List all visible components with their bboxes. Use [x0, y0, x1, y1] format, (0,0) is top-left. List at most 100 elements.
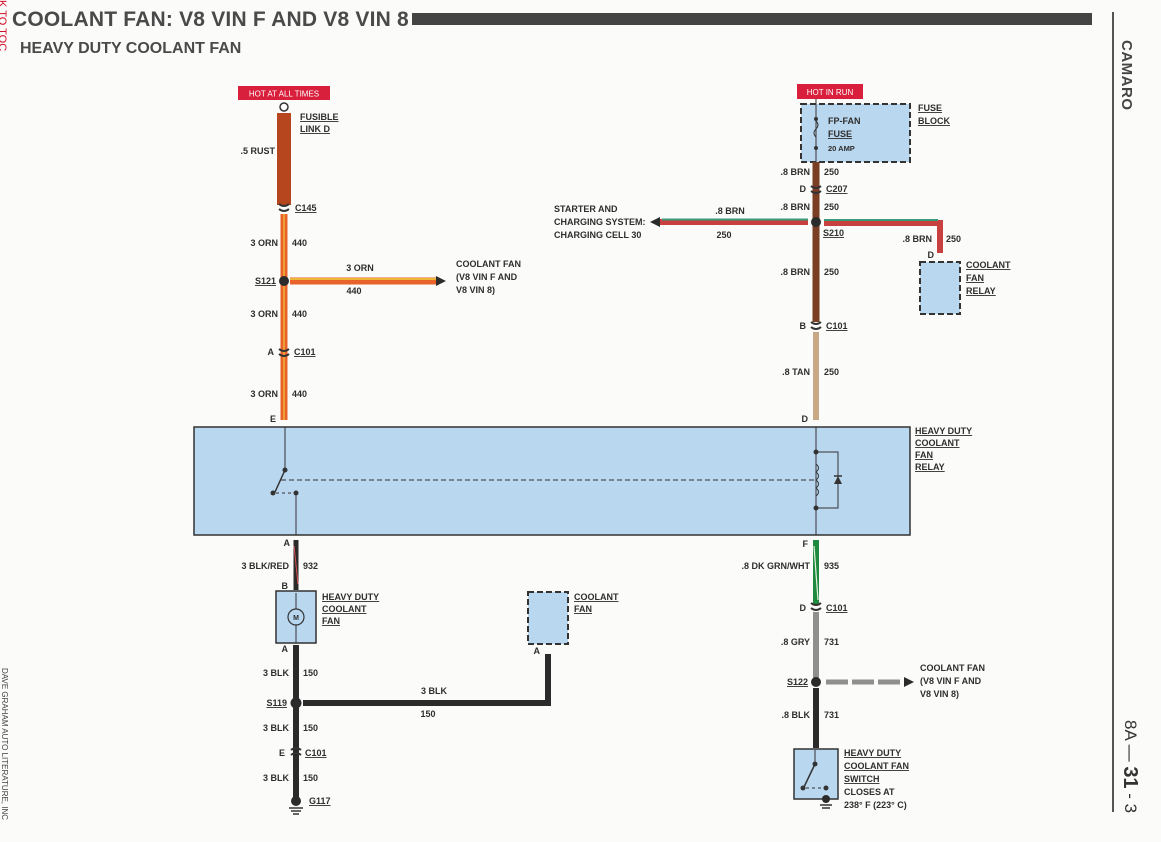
relay-small-label: FAN: [966, 273, 984, 283]
pin-label: F: [803, 539, 809, 549]
pin-label: D: [802, 414, 809, 424]
branch-destination: (V8 VIN F AND: [456, 272, 518, 282]
circuit-label: 150: [303, 773, 318, 783]
side-rule: [1112, 12, 1114, 812]
ground-icon: [289, 796, 303, 815]
s119-splice-icon: [290, 697, 302, 709]
heavy-duty-coolant-fan-relay: [193, 426, 911, 536]
svg-text:HOT IN RUN: HOT IN RUN: [807, 88, 854, 97]
back-to-toc-link[interactable]: K TO TOC: [0, 0, 8, 52]
relay-label: FAN: [915, 450, 933, 460]
branch-destination: V8 VIN 8): [920, 689, 959, 699]
branch-destination: (V8 VIN F AND: [920, 676, 982, 686]
fuse-name: FP-FAN: [828, 116, 861, 126]
pin-label: B: [800, 321, 807, 331]
pin-label: D: [800, 603, 807, 613]
pin-label: B: [282, 581, 289, 591]
fuse-icon: [813, 120, 819, 138]
circuit-label: 932: [303, 561, 318, 571]
pin-label: D: [800, 184, 807, 194]
pin-label: A: [284, 538, 291, 548]
branch-destination: COOLANT FAN: [456, 259, 521, 269]
s119-label: S119: [266, 698, 287, 708]
circuit-label: 935: [824, 561, 839, 571]
c101-connector-icon: [290, 747, 302, 756]
motor-icon: M: [293, 615, 299, 622]
relay-label: COOLANT: [915, 438, 960, 448]
circuit-label: 250: [824, 167, 839, 177]
coolant-fan-component: [527, 591, 569, 645]
circuit-label: 150: [420, 709, 435, 719]
s121-splice-icon: [279, 276, 289, 286]
pin-label: E: [279, 748, 285, 758]
page-number-suffix: - 3: [1121, 788, 1140, 814]
switch-note: 238° F (223° C): [844, 800, 907, 810]
branch-destination: COOLANT FAN: [920, 663, 985, 673]
circuit-label: 440: [292, 389, 307, 399]
wire-label: .8 GRY: [781, 637, 810, 647]
page-subtitle: HEAVY DUTY COOLANT FAN: [20, 40, 242, 57]
page-number-main: 31: [1119, 766, 1141, 789]
circuit-label: 440: [346, 286, 361, 296]
c101-label: C101: [826, 603, 848, 613]
fuse-word: FUSE: [828, 129, 852, 139]
coolant-fan-label: FAN: [574, 604, 592, 614]
wire-label: 3 ORN: [250, 238, 278, 248]
page-number: 8A — 31 - 3: [1118, 720, 1141, 813]
fuse-block: [800, 103, 911, 163]
coolant-fan-relay-small: [919, 261, 961, 315]
circuit-label: 731: [824, 637, 839, 647]
c145-label: C145: [295, 203, 317, 213]
wire-150-branch: [303, 654, 551, 706]
svg-text:HOT AT ALL TIMES: HOT AT ALL TIMES: [249, 90, 319, 99]
s210-label: S210: [823, 228, 844, 238]
page-title: COOLANT FAN: V8 VIN F AND V8 VIN 8: [12, 8, 409, 31]
publisher-credit: DAVE GRAHAM AUTO LITERATURE, INC: [0, 668, 9, 821]
coolant-fan-label: COOLANT: [574, 592, 619, 602]
hot-in-run-badge: HOT IN RUN: [797, 84, 863, 99]
pin-label: A: [282, 644, 289, 654]
circuit-label: 150: [303, 668, 318, 678]
title-rule: [412, 13, 1092, 25]
battery-terminal: [279, 102, 289, 112]
s122-label: S122: [787, 677, 808, 687]
pin-label: E: [270, 414, 276, 424]
s210-splice-icon: [811, 217, 821, 227]
circuit-label: 440: [292, 238, 307, 248]
g117-label: G117: [309, 796, 331, 806]
s122-splice-icon: [811, 677, 821, 687]
wire-label: 3 ORN: [346, 263, 374, 273]
circuit-label: 440: [292, 309, 307, 319]
fuse-block-label: BLOCK: [918, 116, 950, 126]
pin-label: A: [534, 646, 541, 656]
relay-label: RELAY: [915, 462, 945, 472]
s121-label: S121: [255, 276, 276, 286]
fuse-rating: 20 AMP: [828, 144, 855, 153]
c101-connector-icon: [810, 321, 822, 330]
branch-destination: V8 VIN 8): [456, 285, 495, 295]
wire-label: 3 BLK/RED: [241, 561, 289, 571]
branch-destination: CHARGING SYSTEM:: [554, 217, 646, 227]
wire-label: 3 BLK: [263, 668, 290, 678]
pin-label: D: [928, 250, 935, 260]
wire-label: 3 BLK: [421, 686, 448, 696]
pin-label: A: [268, 347, 275, 357]
hot-at-all-times-badge: HOT AT ALL TIMES: [238, 86, 330, 100]
c101-connector-icon: [278, 348, 290, 357]
c207-connector-icon: [810, 185, 822, 194]
switch-note: CLOSES AT: [844, 787, 895, 797]
circuit-label: 250: [946, 234, 961, 244]
c101-connector-icon: [810, 602, 822, 611]
fusible-wire-label: .5 RUST: [240, 146, 275, 156]
heavy-duty-coolant-fan-switch: [793, 748, 839, 809]
wire-label: 3 ORN: [250, 389, 278, 399]
circuit-label: 150: [303, 723, 318, 733]
relay-small-label: RELAY: [966, 286, 996, 296]
wire-label: .8 BRN: [715, 206, 745, 216]
side-label: CAMARO: [1118, 40, 1135, 111]
branch-destination: STARTER AND: [554, 204, 618, 214]
switch-label: SWITCH: [844, 774, 880, 784]
wire-label: .8 BRN: [902, 234, 932, 244]
wire-label: 3 ORN: [250, 309, 278, 319]
circuit-label: 250: [824, 367, 839, 377]
